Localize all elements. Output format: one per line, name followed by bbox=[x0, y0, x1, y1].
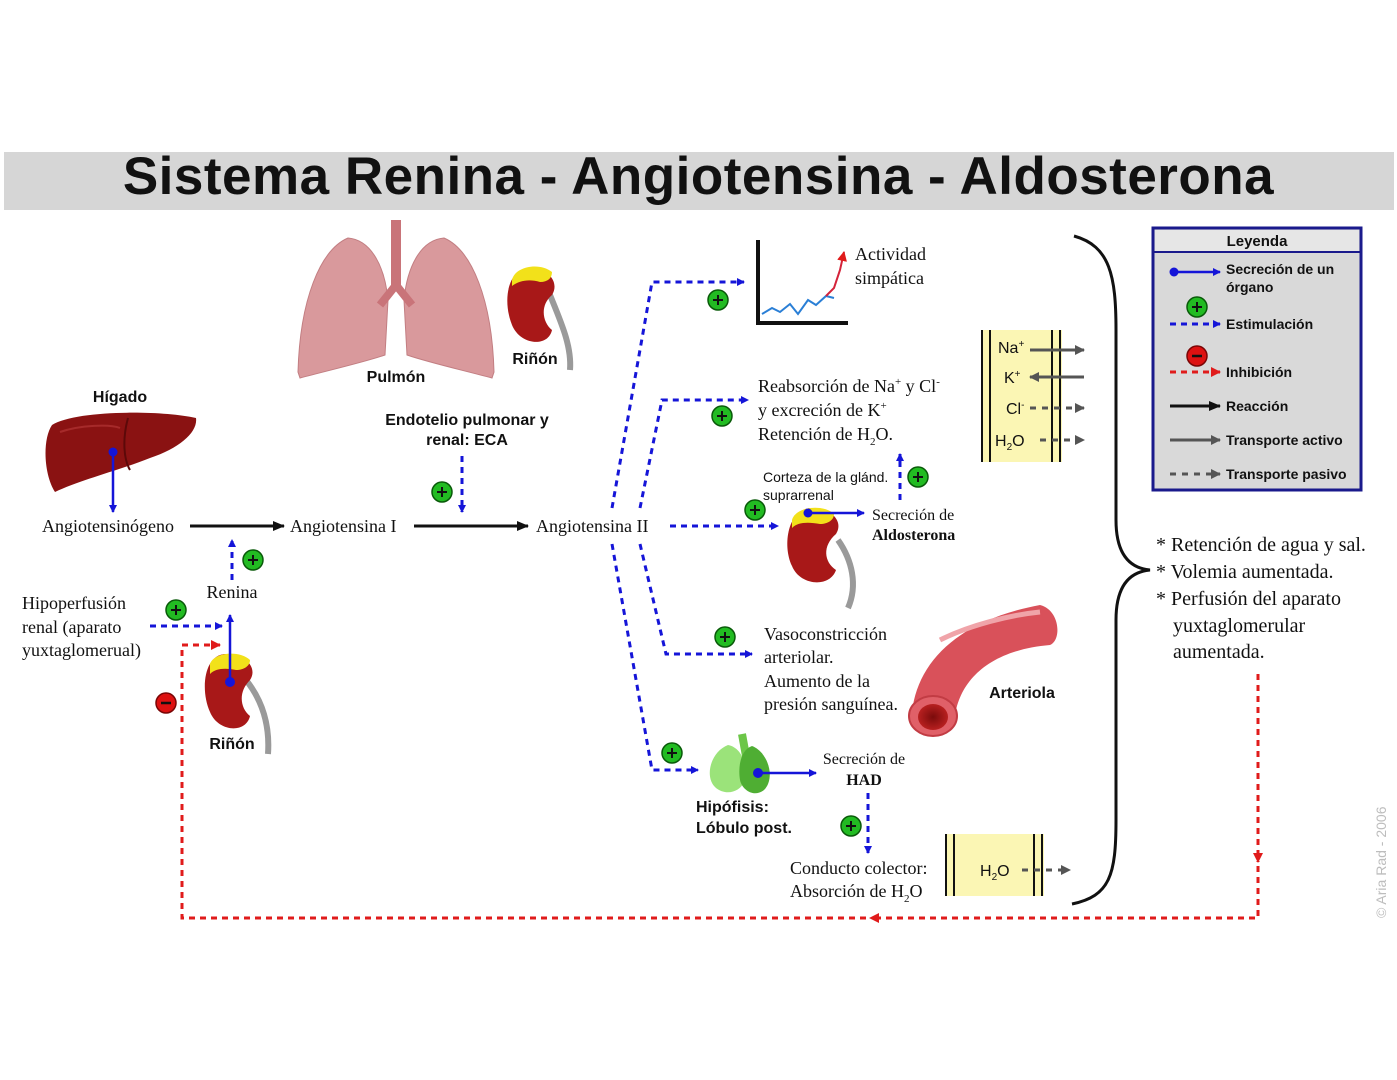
angiotensin2-branches bbox=[610, 278, 779, 774]
pituitary-icon bbox=[709, 733, 770, 794]
lungs-label: Pulmón bbox=[367, 369, 426, 386]
pituitary-label-1: Hipófisis: bbox=[696, 799, 769, 816]
endothelium-label-2: renal: ECA bbox=[426, 432, 508, 449]
arteriole-label: Arteriola bbox=[989, 685, 1055, 702]
effects-line-5: aumentada. bbox=[1173, 641, 1265, 663]
liver-icon bbox=[45, 412, 197, 492]
legend-minus-icon bbox=[1186, 345, 1208, 367]
collector-h2o: H2O bbox=[980, 863, 1010, 883]
plus-icon bbox=[661, 742, 683, 764]
vaso-label-2: arteriolar. bbox=[764, 647, 833, 667]
plus-icon bbox=[711, 405, 733, 427]
liver-label: Hígado bbox=[93, 389, 147, 406]
collector-label-2: Absorción de H2O bbox=[790, 881, 922, 905]
endothelium-label-1: Endotelio pulmonar y bbox=[385, 412, 549, 429]
kidney-bottom-icon bbox=[204, 653, 272, 755]
plus-icon bbox=[707, 289, 729, 311]
aldo-label-1: Secreción de bbox=[872, 507, 954, 524]
legend-stimulation: Estimulación bbox=[1226, 316, 1313, 332]
legend-secretion-2: órgano bbox=[1226, 279, 1273, 295]
legend-passive-transport: Transporte pasivo bbox=[1226, 466, 1347, 482]
reabsorption-label-2: y excreción de K+ bbox=[758, 400, 887, 420]
reabsorption-label-1: Reabsorción de Na+ y Cl- bbox=[758, 376, 940, 396]
legend-reaction: Reacción bbox=[1226, 398, 1288, 414]
plus-icon bbox=[744, 499, 766, 521]
title-bar bbox=[4, 152, 1394, 210]
legend: Leyenda Secreción de un órgano Estimulac… bbox=[1151, 226, 1363, 492]
legend-title: Leyenda bbox=[1227, 233, 1289, 250]
plus-icon bbox=[714, 626, 736, 648]
sympathetic-label-2: simpática bbox=[855, 268, 924, 288]
lungs-icon bbox=[297, 220, 495, 379]
stimulation-badges bbox=[155, 289, 929, 837]
plus-icon bbox=[840, 815, 862, 837]
ion-na: Na+ bbox=[998, 339, 1024, 357]
pituitary-label-2: Lóbulo post. bbox=[696, 820, 792, 837]
angiotensin1-label: Angiotensina I bbox=[290, 516, 396, 536]
angiotensinogen-label: Angiotensinógeno bbox=[42, 516, 174, 536]
legend-active-transport: Transporte activo bbox=[1226, 432, 1343, 448]
adrenal-kidney-icon bbox=[787, 507, 856, 610]
effects-line-1: * Retención de agua y sal. bbox=[1156, 534, 1366, 556]
had-label-2: HAD bbox=[846, 772, 882, 789]
ion-membrane-icon bbox=[981, 330, 1085, 462]
angiotensin2-label: Angiotensina II bbox=[536, 516, 648, 536]
aldo-label-2: Aldosterona bbox=[872, 527, 955, 544]
inhibition-feedback-loop bbox=[180, 640, 1263, 923]
hypoperfusion-label-3: yuxtaglomerual) bbox=[22, 640, 141, 661]
effects-brace bbox=[1071, 234, 1151, 906]
kidney-top-label: Riñón bbox=[512, 351, 557, 368]
plus-icon bbox=[431, 481, 453, 503]
vaso-label-4: presión sanguínea. bbox=[764, 694, 898, 714]
plus-icon bbox=[242, 549, 264, 571]
minus-icon bbox=[155, 692, 177, 714]
vaso-label-1: Vasoconstricción bbox=[764, 624, 887, 644]
sympathetic-label-1: Actividad bbox=[855, 244, 926, 264]
plus-icon bbox=[907, 466, 929, 488]
legend-secretion-1: Secreción de un bbox=[1226, 261, 1334, 277]
plus-icon bbox=[165, 599, 187, 621]
renin-label: Renina bbox=[207, 582, 258, 602]
hypoperfusion-label-1: Hipoperfusión bbox=[22, 593, 126, 613]
reabsorption-label-3: Retención de H2O. bbox=[758, 424, 893, 448]
had-label-1: Secreción de bbox=[823, 751, 905, 768]
cortex-label-1: Corteza de la glánd. bbox=[763, 469, 888, 485]
ion-k: K+ bbox=[1004, 369, 1021, 387]
copyright-label: © Aria Rad - 2006 bbox=[1373, 806, 1389, 918]
page-title: Sistema Renina - Angiotensina - Aldoster… bbox=[122, 147, 1275, 206]
ion-cl: Cl- bbox=[1006, 400, 1024, 418]
ion-h2o: H2O bbox=[995, 433, 1025, 453]
collector-membrane-icon bbox=[945, 834, 1071, 896]
cortex-label-2: suprarrenal bbox=[763, 487, 834, 503]
sympathetic-activity-chart-icon bbox=[756, 240, 848, 325]
vaso-label-3: Aumento de la bbox=[764, 671, 870, 691]
arteriole-icon bbox=[908, 605, 1058, 737]
effects-line-3: * Perfusión del aparato bbox=[1156, 588, 1341, 610]
effects-line-2: * Volemia aumentada. bbox=[1156, 561, 1334, 583]
hypoperfusion-label-2: renal (aparato bbox=[22, 617, 121, 638]
kidney-top-icon bbox=[507, 266, 574, 371]
effects-line-4: yuxtaglomerular bbox=[1173, 615, 1306, 637]
legend-inhibition: Inhibición bbox=[1226, 364, 1292, 380]
collector-label-1: Conducto colector: bbox=[790, 858, 927, 878]
kidney-bottom-label: Riñón bbox=[209, 736, 254, 753]
legend-plus-icon bbox=[1186, 296, 1208, 318]
